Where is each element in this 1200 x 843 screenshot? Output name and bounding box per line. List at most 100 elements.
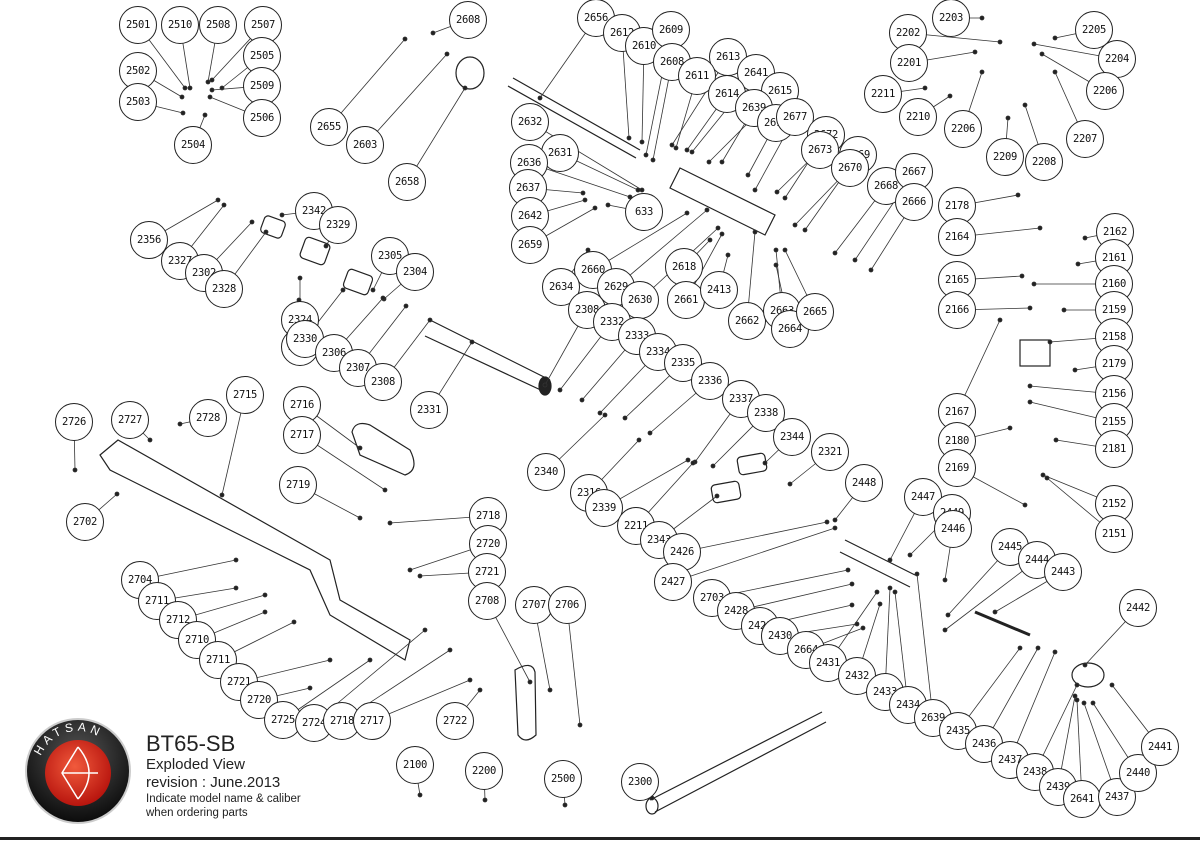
part-callout-2329[interactable]: 2329 bbox=[319, 206, 357, 244]
part-callout-2206[interactable]: 2206 bbox=[1086, 72, 1124, 110]
part-callout-2431[interactable]: 2431 bbox=[809, 644, 847, 682]
part-callout-2308[interactable]: 2308 bbox=[364, 363, 402, 401]
part-callout-2502[interactable]: 2502 bbox=[119, 52, 157, 90]
part-2209 bbox=[1005, 115, 1011, 121]
part-callout-2715[interactable]: 2715 bbox=[226, 376, 264, 414]
part-callout-2611[interactable]: 2611 bbox=[678, 57, 716, 95]
part-callout-2413[interactable]: 2413 bbox=[700, 271, 738, 309]
part-callout-2202[interactable]: 2202 bbox=[889, 14, 927, 52]
part-callout-2340[interactable]: 2340 bbox=[527, 453, 565, 491]
part-2719 bbox=[357, 515, 363, 521]
part-callout-2719[interactable]: 2719 bbox=[279, 466, 317, 504]
part-callout-2328[interactable]: 2328 bbox=[205, 270, 243, 308]
part-callout-2304[interactable]: 2304 bbox=[396, 253, 434, 291]
part-callout-2609[interactable]: 2609 bbox=[652, 11, 690, 49]
part-callout-2339[interactable]: 2339 bbox=[585, 489, 623, 527]
part-callout-2446[interactable]: 2446 bbox=[934, 510, 972, 548]
part-2441 bbox=[1109, 682, 1115, 688]
part-callout-2447[interactable]: 2447 bbox=[904, 478, 942, 516]
part-callout-2706[interactable]: 2706 bbox=[548, 586, 586, 624]
part-callout-2200[interactable]: 2200 bbox=[465, 752, 503, 790]
part-2504 bbox=[202, 112, 208, 118]
part-callout-2722[interactable]: 2722 bbox=[436, 702, 474, 740]
part-callout-2321[interactable]: 2321 bbox=[811, 433, 849, 471]
part-callout-2717[interactable]: 2717 bbox=[283, 416, 321, 454]
revision-label: revision : June.2013 bbox=[146, 774, 281, 791]
part-2658 bbox=[462, 85, 468, 91]
part-callout-2500[interactable]: 2500 bbox=[544, 760, 582, 798]
part-callout-2509[interactable]: 2509 bbox=[243, 67, 281, 105]
part-callout-2152[interactable]: 2152 bbox=[1095, 485, 1133, 523]
part-2702 bbox=[114, 491, 120, 497]
part-callout-2331[interactable]: 2331 bbox=[410, 391, 448, 429]
part-callout-2658[interactable]: 2658 bbox=[388, 163, 426, 201]
part-callout-2726[interactable]: 2726 bbox=[55, 403, 93, 441]
part-callout-2344[interactable]: 2344 bbox=[773, 418, 811, 456]
part-callout-2702[interactable]: 2702 bbox=[66, 503, 104, 541]
part-callout-2442[interactable]: 2442 bbox=[1119, 589, 1157, 627]
part-callout-2664[interactable]: 2664 bbox=[771, 310, 809, 348]
part-callout-2501[interactable]: 2501 bbox=[119, 6, 157, 44]
part-callout-2448[interactable]: 2448 bbox=[845, 464, 883, 502]
part-callout-633[interactable]: 633 bbox=[625, 193, 663, 231]
part-2718 bbox=[447, 647, 453, 653]
part-callout-2440[interactable]: 2440 bbox=[1119, 754, 1157, 792]
part-callout-2655[interactable]: 2655 bbox=[310, 108, 348, 146]
part-2179 bbox=[1072, 367, 1078, 373]
part-2668 bbox=[832, 250, 838, 256]
part-callout-2727[interactable]: 2727 bbox=[111, 401, 149, 439]
part-callout-2508[interactable]: 2508 bbox=[199, 6, 237, 44]
part-callout-2204[interactable]: 2204 bbox=[1098, 40, 1136, 78]
part-callout-2441[interactable]: 2441 bbox=[1141, 728, 1179, 766]
part-callout-2618[interactable]: 2618 bbox=[665, 248, 703, 286]
part-callout-2169[interactable]: 2169 bbox=[938, 449, 976, 487]
part-callout-2443[interactable]: 2443 bbox=[1044, 553, 1082, 591]
part-2616 bbox=[745, 172, 751, 178]
part-callout-2717[interactable]: 2717 bbox=[353, 702, 391, 740]
part-callout-2641[interactable]: 2641 bbox=[1063, 780, 1101, 818]
part-callout-2670[interactable]: 2670 bbox=[831, 149, 869, 187]
part-2331 bbox=[469, 339, 475, 345]
pump-tube-part bbox=[839, 539, 916, 588]
part-callout-2603[interactable]: 2603 bbox=[346, 126, 384, 164]
part-callout-2718[interactable]: 2718 bbox=[323, 702, 361, 740]
part-callout-2203[interactable]: 2203 bbox=[932, 0, 970, 37]
part-callout-2300[interactable]: 2300 bbox=[621, 763, 659, 801]
part-2612 bbox=[626, 135, 632, 141]
part-callout-2181[interactable]: 2181 bbox=[1095, 430, 1133, 468]
part-callout-2666[interactable]: 2666 bbox=[895, 183, 933, 221]
part-callout-2427[interactable]: 2427 bbox=[654, 563, 692, 601]
part-2181 bbox=[1053, 437, 1059, 443]
part-callout-2608[interactable]: 2608 bbox=[449, 1, 487, 39]
part-callout-2207[interactable]: 2207 bbox=[1066, 120, 1104, 158]
part-callout-2662[interactable]: 2662 bbox=[728, 302, 766, 340]
part-callout-2665[interactable]: 2665 bbox=[796, 293, 834, 331]
part-callout-2206[interactable]: 2206 bbox=[944, 110, 982, 148]
part-callout-2631[interactable]: 2631 bbox=[541, 134, 579, 172]
part-2608 bbox=[430, 30, 436, 36]
part-callout-2209[interactable]: 2209 bbox=[986, 138, 1024, 176]
part-callout-2510[interactable]: 2510 bbox=[161, 6, 199, 44]
part-callout-2504[interactable]: 2504 bbox=[174, 126, 212, 164]
part-callout-2210[interactable]: 2210 bbox=[899, 98, 937, 136]
part-2664 bbox=[773, 262, 779, 268]
part-2308 bbox=[427, 317, 433, 323]
part-callout-2151[interactable]: 2151 bbox=[1095, 515, 1133, 553]
part-callout-2208[interactable]: 2208 bbox=[1025, 143, 1063, 181]
part-callout-2659[interactable]: 2659 bbox=[511, 226, 549, 264]
part-callout-2100[interactable]: 2100 bbox=[396, 746, 434, 784]
part-callout-2708[interactable]: 2708 bbox=[468, 582, 506, 620]
part-callout-2506[interactable]: 2506 bbox=[243, 99, 281, 137]
part-callout-2503[interactable]: 2503 bbox=[119, 83, 157, 121]
part-callout-2728[interactable]: 2728 bbox=[189, 399, 227, 437]
part-callout-2164[interactable]: 2164 bbox=[938, 218, 976, 256]
part-callout-2632[interactable]: 2632 bbox=[511, 103, 549, 141]
part-2155 bbox=[1027, 399, 1033, 405]
part-callout-2707[interactable]: 2707 bbox=[515, 586, 553, 624]
part-callout-2201[interactable]: 2201 bbox=[890, 44, 928, 82]
part-callout-2178[interactable]: 2178 bbox=[938, 187, 976, 225]
part-callout-2211[interactable]: 2211 bbox=[864, 75, 902, 113]
part-callout-2166[interactable]: 2166 bbox=[938, 291, 976, 329]
tube-2300-part bbox=[649, 711, 827, 813]
butt-pad-part bbox=[514, 664, 537, 741]
